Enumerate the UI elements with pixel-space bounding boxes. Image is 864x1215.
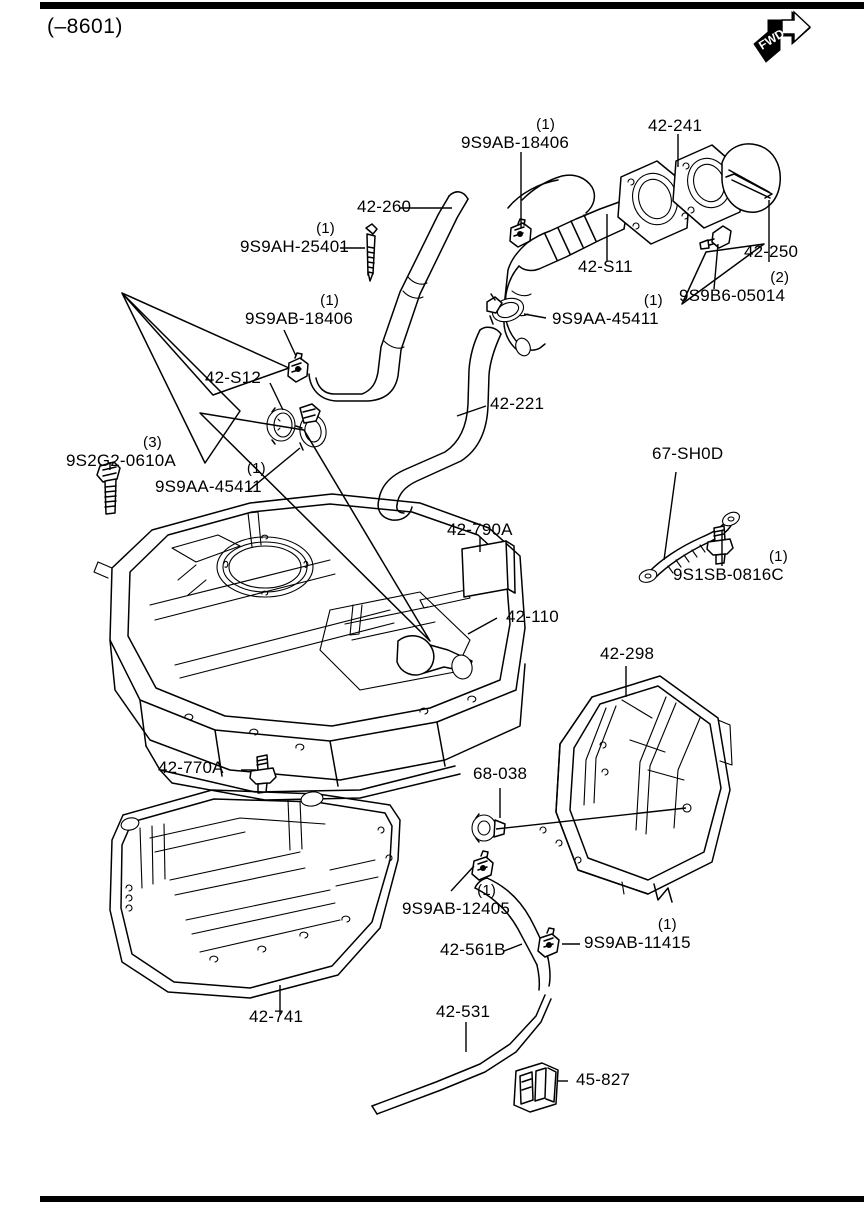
part-number: 9S9AA-45411 (552, 309, 659, 328)
part-qty: (1) (316, 220, 335, 237)
art-filler-flange-42-241 (617, 144, 744, 245)
part-qty: (1) (643, 292, 663, 309)
part-label-67-SH0D[interactable]: 67-SH0D (652, 445, 723, 463)
art-clamp-9S9AB-18406-lower (287, 352, 309, 383)
part-number: 42-531 (436, 1002, 491, 1021)
part-label-42-S12[interactable]: 42-S12 (205, 369, 261, 387)
art-clamp-9S9AB-18406-upper (509, 218, 532, 248)
part-qty: (1) (768, 548, 788, 565)
part-qty: (3) (143, 434, 162, 451)
part-label-42-561B[interactable]: 42-561B (440, 941, 506, 959)
part-number: 9S9AA-45411 (155, 477, 262, 496)
part-label-9S9AB-18406-upper[interactable]: (1) 9S9AB-18406 (461, 117, 570, 152)
part-number: 42-561B (440, 940, 506, 959)
part-label-42-260[interactable]: 42-260 (357, 198, 411, 216)
art-bolt-42-770A (249, 754, 277, 794)
part-number: 9S9AB-18406 (245, 309, 354, 328)
part-label-42-S11[interactable]: 42-S11 (578, 258, 633, 276)
art-clamp-9S9AB-11415 (537, 927, 560, 958)
part-number: 9S9AB-18406 (461, 133, 570, 152)
art-pad-42-790A (461, 540, 516, 598)
part-number: 9S2G2-0610A (66, 451, 176, 470)
part-number: 9S9B6-05014 (679, 286, 786, 305)
part-label-42-790A[interactable]: 42-790A (447, 521, 513, 539)
part-label-42-250[interactable]: 42-250 (744, 243, 798, 261)
art-clamp-9S9AA-45411-upper (486, 293, 525, 325)
part-label-42-741[interactable]: 42-741 (249, 1008, 303, 1026)
part-label-42-241[interactable]: 42-241 (648, 117, 702, 135)
part-number: 42-221 (490, 394, 545, 413)
part-number: 42-S12 (205, 368, 262, 387)
part-qty: (1) (246, 460, 266, 477)
part-number: 9S9AB-11415 (584, 933, 691, 952)
part-label-9S9AB-18406-lower[interactable]: (1) 9S9AB-18406 (245, 293, 354, 328)
part-number: 45-827 (576, 1070, 631, 1089)
part-number: 42-241 (648, 116, 703, 135)
part-number: 42-790A (447, 520, 513, 539)
part-number: 42-S11 (578, 257, 633, 276)
art-grommet-42-S12 (266, 407, 296, 445)
part-label-9S9B6-05014[interactable]: (2) 9S9B6-05014 (679, 270, 789, 305)
part-label-9S2G2-0610A[interactable]: (3) 9S2G2-0610A (66, 435, 176, 470)
art-fuel-cap-42-250 (721, 143, 781, 213)
fwd-direction-icon: FWD (752, 10, 812, 68)
art-clamp-9S9AA-45411-lower (295, 403, 327, 451)
part-qty: (1) (657, 916, 677, 933)
part-label-9S9AA-45411-lower[interactable]: (1) 9S9AA-45411 (155, 461, 266, 496)
part-number: 68-038 (473, 764, 528, 783)
part-qty: (1) (477, 882, 497, 899)
art-fuel-tank-42-110 (93, 493, 526, 801)
part-label-9S9AA-45411-upper[interactable]: (1) 9S9AA-45411 (552, 293, 663, 328)
art-tank-protector-42-741 (109, 789, 401, 999)
part-label-9S1SB-0816C[interactable]: (1) 9S1SB-0816C (673, 549, 788, 584)
bottom-border-rule (40, 1196, 864, 1202)
part-number: 42-250 (744, 242, 799, 261)
part-number: 42-770A (158, 758, 224, 777)
part-label-42-770A[interactable]: 42-770A (158, 759, 224, 777)
part-number: 9S9AH-25401 (240, 237, 349, 256)
part-label-42-531[interactable]: 42-531 (436, 1003, 490, 1021)
part-label-45-827[interactable]: 45-827 (576, 1071, 630, 1089)
part-label-9S9AB-12405[interactable]: (1) 9S9AB-12405 (402, 883, 511, 918)
part-label-9S9AH-25401[interactable]: (1) 9S9AH-25401 (240, 221, 349, 256)
part-number: 9S1SB-0816C (673, 565, 784, 584)
revision-note: (–8601) (47, 15, 123, 38)
part-label-42-221[interactable]: 42-221 (490, 395, 544, 413)
part-label-42-298[interactable]: 42-298 (600, 645, 654, 663)
top-border-rule (40, 2, 864, 9)
part-number: 42-298 (600, 644, 655, 663)
part-number: 9S9AB-12405 (402, 899, 511, 918)
part-qty: (1) (320, 292, 340, 309)
part-qty: (1) (536, 116, 556, 133)
part-label-9S9AB-11415[interactable]: (1) 9S9AB-11415 (584, 917, 691, 952)
part-number: 42-260 (357, 197, 412, 216)
part-label-42-110[interactable]: 42-110 (506, 608, 559, 626)
part-number: 67-SH0D (652, 444, 724, 463)
art-breather-hose-42-221 (377, 326, 502, 521)
art-heat-shield-42-298 (539, 675, 733, 903)
art-bolt-9S1SB-0816C (706, 525, 734, 565)
part-number: 42-741 (249, 1007, 304, 1026)
part-number: 42-110 (506, 607, 559, 626)
art-clamp-9S9AB-12405 (471, 850, 494, 881)
art-clip-45-827 (513, 1062, 559, 1113)
part-label-68-038[interactable]: 68-038 (473, 765, 527, 783)
part-qty: (2) (770, 269, 790, 286)
art-grommet-68-038 (471, 813, 506, 843)
art-screw-9S9AH-25401 (365, 223, 378, 282)
